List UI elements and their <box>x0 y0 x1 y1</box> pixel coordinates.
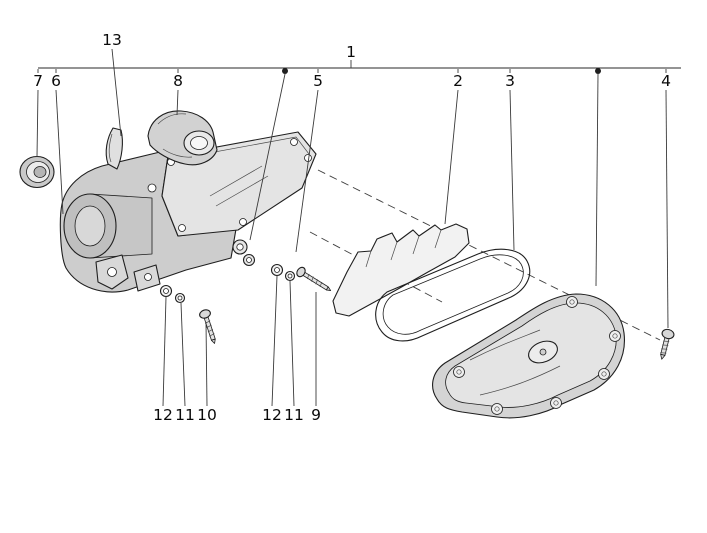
washer-part-11-left-hole <box>177 295 183 301</box>
screw-part-9 <box>296 266 332 291</box>
washer-part-12-right-hole <box>274 267 280 273</box>
gasket-part-3 <box>375 248 531 342</box>
callout-5: 5 <box>313 72 323 90</box>
callout-6: 6 <box>51 72 61 90</box>
axis-dashed-line-2 <box>309 231 443 303</box>
callout-12-left: 12 <box>153 406 173 424</box>
leader-4 <box>665 89 669 329</box>
callout-11-left: 11 <box>175 406 195 424</box>
callout-1: 1 <box>346 43 356 61</box>
airbox-drum-inner <box>74 205 106 247</box>
leader-5 <box>295 89 319 253</box>
sleeve-part-13-detail <box>108 133 113 163</box>
callout-11-right: 11 <box>284 406 304 424</box>
outer-cover-screw-bosses <box>453 296 621 415</box>
callout-layer: 1 7 6 13 8 5 2 3 4 12 11 10 12 <box>33 31 681 424</box>
leader-6 <box>55 89 64 215</box>
leader-2 <box>444 89 459 225</box>
leader-12-right <box>271 275 278 407</box>
leader-13 <box>111 48 122 137</box>
leader-11-right <box>289 280 295 407</box>
leader-12-left <box>162 296 167 407</box>
gasket-inner-loop <box>382 254 524 335</box>
intake-elbow-bore <box>190 136 208 150</box>
airbox-bracket-left-hole <box>107 267 117 277</box>
leader-10 <box>205 321 208 407</box>
callout-10: 10 <box>197 406 217 424</box>
leader-dot-left <box>249 73 286 241</box>
callout-12-right: 12 <box>262 406 282 424</box>
callout-9: 9 <box>311 406 321 424</box>
grommet-part-7 <box>19 155 55 189</box>
outer-cover-center-hole <box>539 348 547 356</box>
stud-nut-detail <box>232 239 256 267</box>
airbox-bracket-right-hole <box>144 273 152 281</box>
filter-element-outline <box>332 223 470 317</box>
leader-3 <box>509 89 515 251</box>
outer-cover-detail-lines <box>469 329 561 396</box>
callout-13: 13 <box>102 31 122 49</box>
filter-element-fold-lines <box>365 229 442 268</box>
callout-8: 8 <box>173 72 183 90</box>
intake-elbow-ribs <box>157 113 193 158</box>
leader-11-left <box>180 302 186 407</box>
callout-4: 4 <box>661 72 671 90</box>
filter-element-part-2 <box>332 223 470 317</box>
callout-7: 7 <box>33 72 43 90</box>
attachment-dot-left <box>282 68 288 74</box>
leader-7 <box>36 89 39 158</box>
grommet-hole <box>33 166 47 178</box>
screw-part-10 <box>199 309 216 344</box>
leader-8 <box>176 89 179 116</box>
washer-part-11-right-hole <box>287 273 293 279</box>
airbox-assembly-drawing <box>59 110 317 293</box>
washer-part-12-left-hole <box>163 288 169 294</box>
fastener-set <box>159 263 332 344</box>
attachment-dot-right <box>595 68 601 74</box>
screw-part-4 <box>660 328 675 360</box>
callout-3: 3 <box>505 72 515 90</box>
leader-dot-right <box>595 73 599 287</box>
outer-cover-drawing <box>432 293 626 419</box>
callout-2: 2 <box>453 72 463 90</box>
gasket-outer-loop <box>375 248 531 342</box>
